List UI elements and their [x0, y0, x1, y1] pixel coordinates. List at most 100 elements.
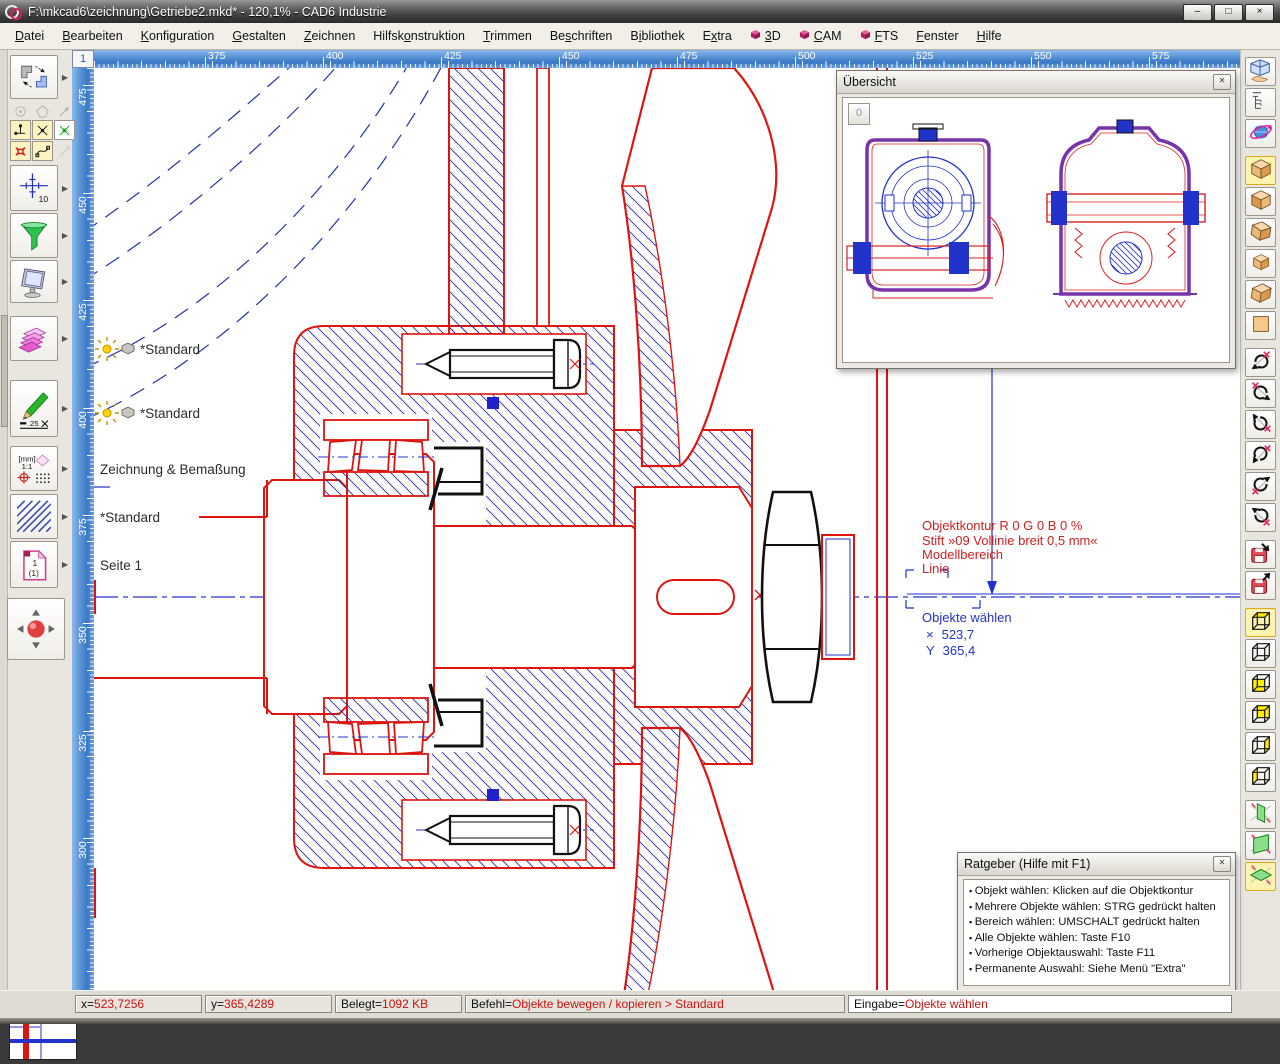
menu-bearbeiten[interactable]: Bearbeiten [53, 25, 131, 47]
overview-content[interactable]: 0 [842, 97, 1230, 363]
snap-midpoint-icon[interactable] [54, 120, 75, 140]
layer-labels[interactable]: *Standard *Standard Zeichnung & Bemaßung… [95, 337, 246, 573]
menu-cam[interactable]: CAM [790, 25, 851, 47]
move-copy-icon [17, 58, 51, 96]
flyout-arrow[interactable]: ▶ [59, 260, 71, 303]
menu-zeichnen[interactable]: Zeichnen [295, 25, 364, 47]
cube-face-left-button[interactable] [1245, 763, 1276, 792]
status-x: x=523,7256 [75, 995, 202, 1013]
snap-direction-icon[interactable] [54, 101, 75, 121]
cube-face-top-button[interactable] [1245, 608, 1276, 637]
flyout-arrow[interactable]: ▶ [59, 165, 71, 211]
horizontal-ruler[interactable]: 375400425450475500525550575 [94, 50, 1240, 68]
menu-hilfe[interactable]: Hilfe [968, 25, 1011, 47]
menu-hilfskonstruktion[interactable]: Hilfskonstruktion [364, 25, 474, 47]
cube-face-front-button[interactable] [1245, 670, 1276, 699]
close-button[interactable]: × [1245, 4, 1274, 21]
fan-blade-upper[interactable] [622, 68, 776, 466]
close-icon[interactable]: ✕ [1213, 856, 1231, 872]
view-face-button[interactable] [1245, 311, 1276, 340]
advisor-title-bar[interactable]: Ratgeber (Hilfe mit F1) ✕ [958, 853, 1235, 876]
view-cube-2-button[interactable] [1245, 187, 1276, 216]
selection-handle[interactable] [487, 397, 499, 409]
toolbar-scrollbar[interactable] [0, 50, 8, 990]
snap-center-icon[interactable] [10, 101, 31, 121]
menu-beschriften[interactable]: Beschriften [541, 25, 622, 47]
zoom-zero-button[interactable]: 0 [848, 103, 870, 125]
rotate-z-ccw-button[interactable] [1245, 503, 1276, 532]
snap-free-icon[interactable] [54, 141, 75, 161]
rotate-x-ccw-button[interactable] [1245, 379, 1276, 408]
menu-trimmen[interactable]: Trimmen [474, 25, 541, 47]
view-cube-iso-button[interactable] [1245, 156, 1276, 185]
menu-extra[interactable]: Extra [694, 25, 741, 47]
app-icon [5, 4, 22, 19]
advisor-tip: Mehrere Objekte wählen: STRG gedrückt ha… [969, 900, 1224, 916]
plane-side-button[interactable] [1245, 831, 1276, 860]
rotate-z-cw-button[interactable] [1245, 472, 1276, 501]
close-icon[interactable]: ✕ [1213, 74, 1231, 90]
hatch-style-button[interactable] [10, 494, 58, 539]
menu-3d[interactable]: 3D [741, 25, 790, 47]
save-view-button[interactable] [1245, 540, 1276, 569]
minimize-button[interactable]: – [1183, 4, 1212, 21]
menu-datei[interactable]: Datei [6, 25, 53, 47]
view-cube-3-button[interactable] [1245, 218, 1276, 247]
command-input[interactable]: Eingabe=Objekte wählen [848, 995, 1232, 1013]
units-scale-button[interactable]: [mm] 1:1 [10, 446, 58, 491]
rotate-y-cw-button[interactable] [1245, 410, 1276, 439]
snap-delete-icon[interactable] [10, 141, 31, 161]
pen-style-button[interactable]: .25 [10, 380, 58, 437]
cube-wire-button[interactable] [1245, 639, 1276, 668]
cube-hand-button[interactable] [1245, 57, 1276, 86]
flyout-arrow[interactable]: ▶ [59, 494, 71, 539]
cube-face-upper-button[interactable] [1245, 701, 1276, 730]
overview-title-bar[interactable]: Übersicht ✕ [837, 71, 1235, 94]
menu-gestalten[interactable]: Gestalten [223, 25, 295, 47]
save-view-icon [1249, 541, 1273, 568]
filter-button[interactable] [10, 213, 58, 258]
globe-rotate-button[interactable] [1245, 119, 1276, 148]
bearing-upper[interactable] [318, 420, 434, 496]
layers-button[interactable] [10, 316, 58, 361]
move-copy-button[interactable] [10, 55, 58, 99]
snap-corner-icon[interactable] [10, 120, 31, 140]
cube-face-right-button[interactable] [1245, 732, 1276, 761]
view-cube-5-button[interactable] [1245, 280, 1276, 309]
plane-top-button[interactable] [1245, 862, 1276, 891]
flyout-arrow[interactable]: ▶ [59, 380, 71, 437]
cube-wire-icon [1249, 640, 1273, 667]
menu-fenster[interactable]: Fenster [907, 25, 967, 47]
view-cube-3-icon [1249, 219, 1273, 246]
flyout-arrow[interactable]: ▶ [59, 541, 71, 588]
flyout-arrow[interactable]: ▶ [59, 55, 71, 99]
rotate-x-cw-button[interactable] [1245, 348, 1276, 377]
snap-intersection-icon[interactable] [32, 120, 53, 140]
flyout-arrow[interactable]: ▶ [59, 446, 71, 491]
nav-pad[interactable] [7, 598, 65, 660]
menu-konfiguration[interactable]: Konfiguration [132, 25, 224, 47]
vertical-ruler[interactable]: 475450425400375350325300 [72, 68, 94, 990]
snap-curve-icon[interactable] [32, 141, 53, 161]
maximize-button[interactable]: □ [1214, 4, 1243, 21]
menu-bibliothek[interactable]: Bibliothek [621, 25, 693, 47]
view-cube-4-button[interactable] [1245, 249, 1276, 278]
grid-snap-button[interactable]: 10 [10, 165, 58, 211]
fan-blade-lower[interactable] [622, 728, 776, 990]
plane-front-button[interactable] [1245, 800, 1276, 829]
flyout-arrow[interactable]: ▶ [59, 316, 71, 361]
rotate-y-ccw-button[interactable] [1245, 441, 1276, 470]
snap-polygon-icon[interactable] [32, 101, 53, 121]
flyout-arrow[interactable]: ▶ [59, 213, 71, 258]
menu-fts[interactable]: FTS [851, 25, 908, 47]
screen-button[interactable] [10, 260, 58, 303]
selection-handle[interactable] [487, 789, 499, 801]
cad6-window: F:\mkcad6\zeichnung\Getriebe2.mkd* - 120… [0, 0, 1280, 1024]
svg-text:1:1: 1:1 [22, 462, 33, 471]
bearing-lower[interactable] [318, 698, 434, 774]
structure-tree-button[interactable] [1245, 88, 1276, 117]
load-view-button[interactable] [1245, 571, 1276, 600]
ruler-unit-button[interactable]: 1 [72, 50, 94, 68]
hex-nut[interactable] [762, 492, 854, 702]
page-button[interactable]: 1 (1) [10, 541, 58, 588]
